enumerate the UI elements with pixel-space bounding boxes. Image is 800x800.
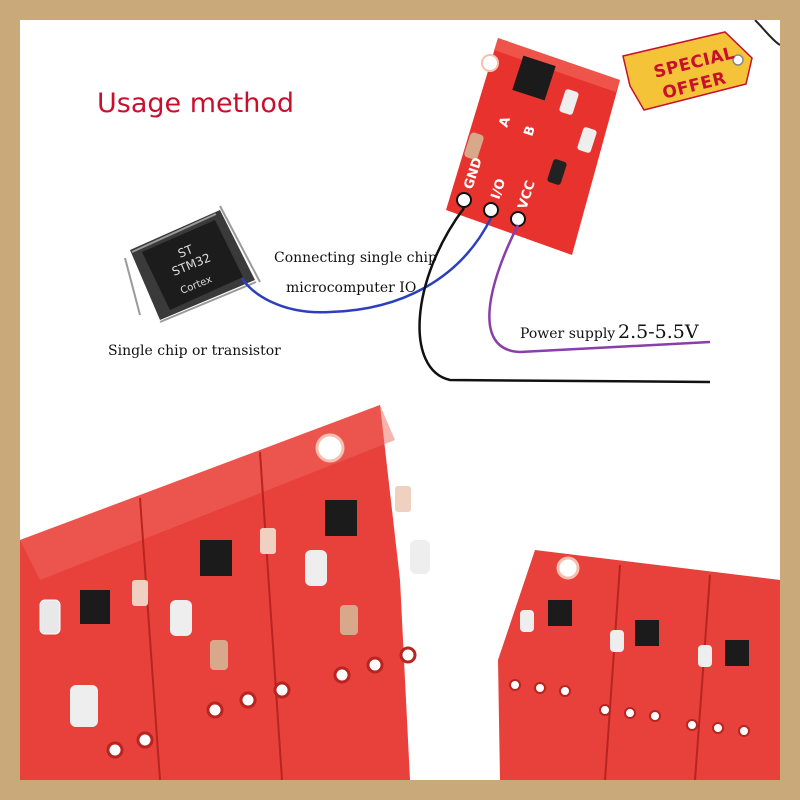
- usage-method-heading: Usage method: [97, 88, 294, 119]
- module-pad-label: B: [522, 124, 539, 138]
- chip-brand: ST: [176, 242, 196, 261]
- touch-module: [446, 38, 620, 255]
- wire-io: [240, 217, 493, 314]
- wire-vcc: [488, 224, 711, 354]
- connect-label-line2: microcomputer IO: [286, 280, 417, 296]
- module-pin-label: I/O: [489, 177, 510, 201]
- special-offer-badge: [622, 20, 780, 111]
- power-supply-label: Power supply: [520, 326, 616, 342]
- power-range-label: 2.5-5.5V: [618, 321, 699, 343]
- connect-label-line1: Connecting single chip: [274, 250, 437, 266]
- chip-caption: Single chip or transistor: [108, 343, 281, 359]
- module-pad-label: A: [497, 115, 514, 129]
- board-strip-left: [20, 405, 430, 780]
- board-strip-right: [498, 550, 780, 780]
- wire-gnd: [418, 207, 711, 384]
- mcu-chip: ST STM32 Cortex: [124, 205, 261, 323]
